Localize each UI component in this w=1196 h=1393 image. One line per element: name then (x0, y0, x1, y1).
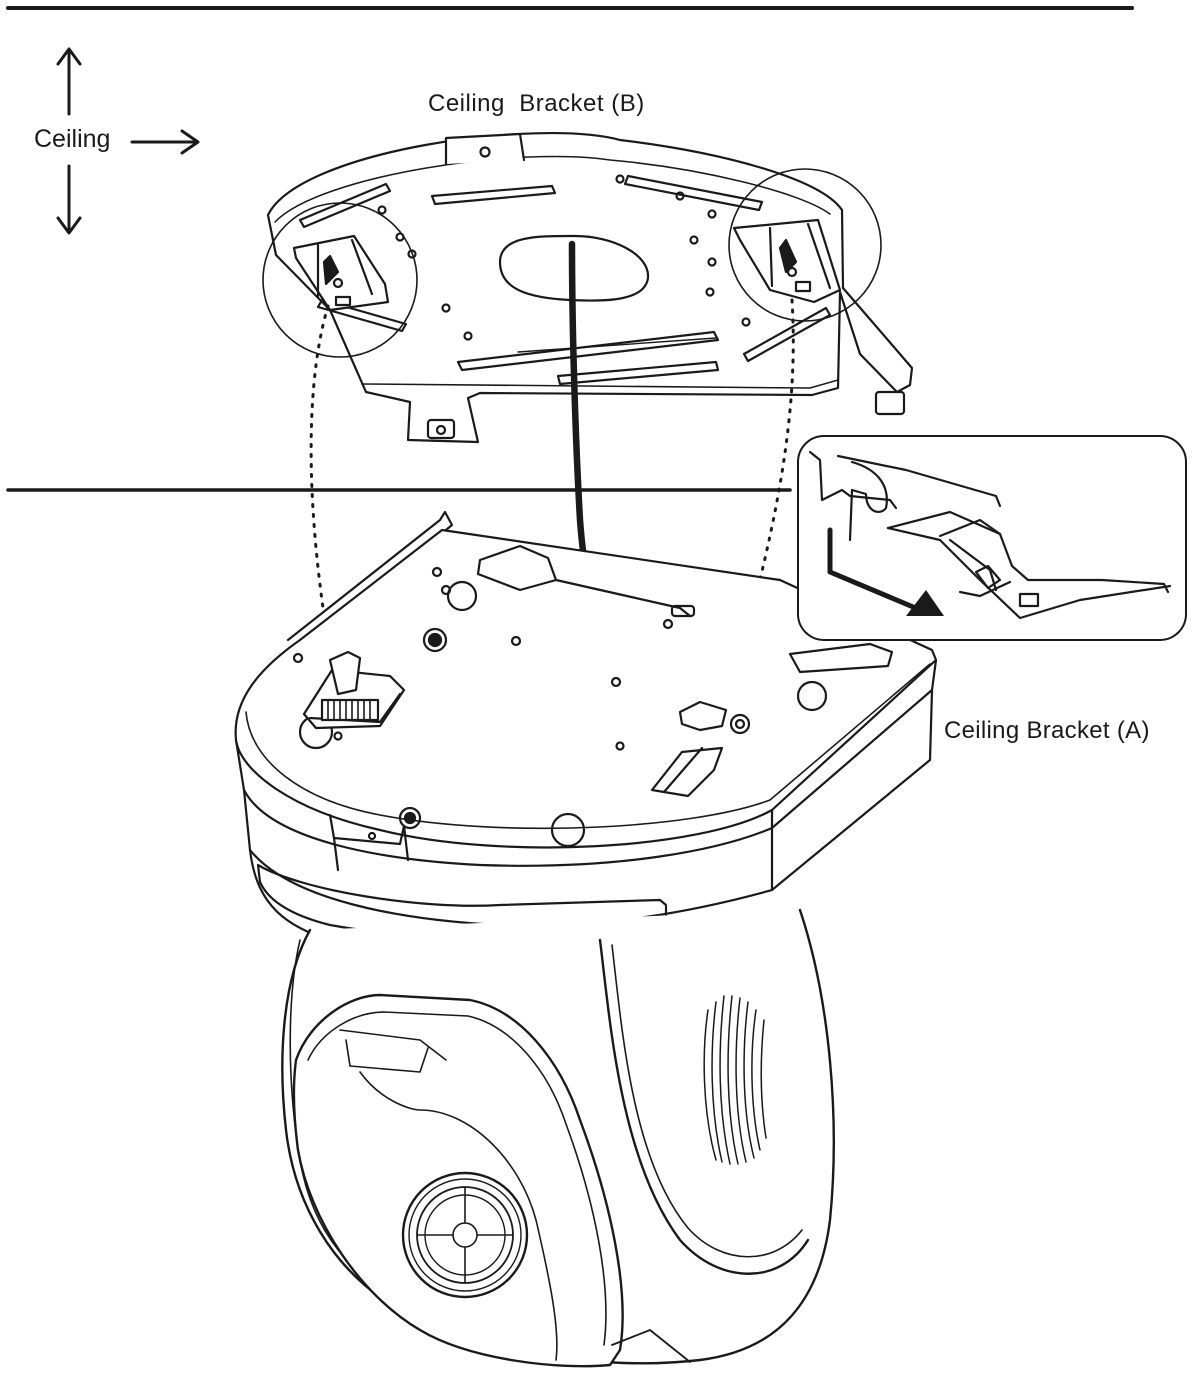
detail-inset (797, 435, 1187, 641)
ceiling-direction-arrows (56, 47, 200, 235)
ceiling-bracket-a (234, 510, 938, 958)
ceiling-label: Ceiling (34, 125, 111, 153)
arrow-down-icon (56, 164, 82, 235)
arrow-up-icon (56, 47, 82, 116)
speaker-grille (703, 995, 767, 1165)
arrow-right-icon (130, 129, 200, 155)
camera-head (281, 908, 835, 1368)
ceiling-bracket-a-label: Ceiling Bracket (A) (944, 717, 1150, 744)
magnify-circle-left (262, 202, 418, 358)
ceiling-bracket-b (266, 132, 914, 444)
insertion-arrow-icon (827, 527, 944, 616)
ceiling-bracket-b-label: Ceiling Bracket (B) (428, 90, 645, 117)
magnify-circle-right (728, 168, 882, 322)
